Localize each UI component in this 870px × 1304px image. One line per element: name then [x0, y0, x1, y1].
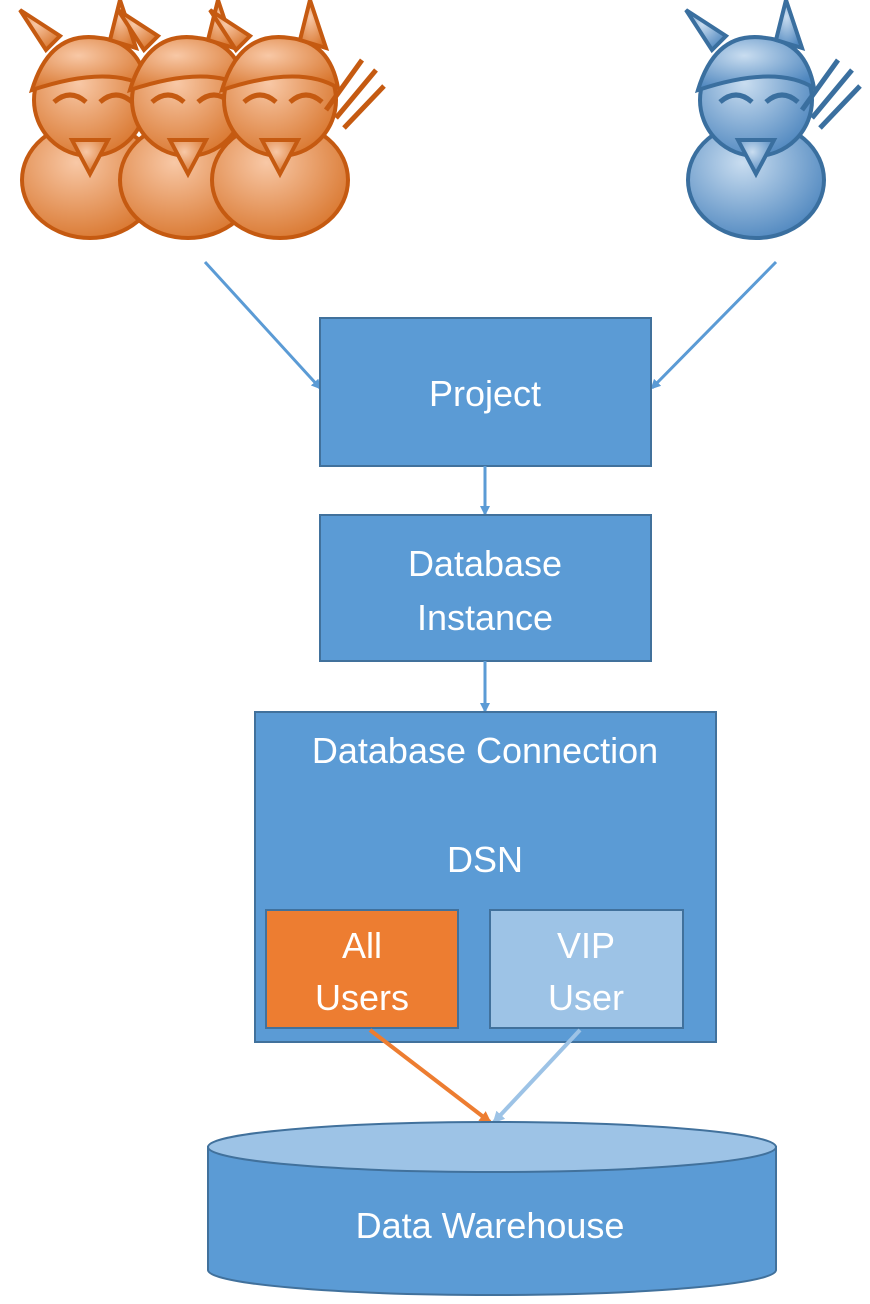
dsn-label: DSN: [447, 839, 523, 880]
database-instance-box: [319, 514, 652, 662]
vip-user-label-line2: User: [548, 977, 624, 1018]
arrow-vip-to-project: [650, 260, 778, 390]
arrow-all-users-to-warehouse: [368, 1028, 492, 1124]
connection-label: Database Connection: [312, 730, 658, 771]
project-box: [319, 317, 652, 467]
warehouse-label: Data Warehouse: [356, 1205, 625, 1246]
arrow-vip-to-warehouse: [492, 1028, 582, 1124]
project-label: Project: [429, 373, 541, 414]
instance-label-line2: Instance: [417, 597, 553, 638]
arrow-group-to-project: [203, 260, 322, 390]
vip-user-label-line1: VIP: [557, 925, 615, 966]
all-users-label-line2: Users: [315, 977, 409, 1018]
vip-user-box: [489, 909, 684, 1029]
all-users-box: [265, 909, 459, 1029]
ninja-group-icon: [20, 0, 384, 238]
instance-label-line1: Database: [408, 543, 562, 584]
data-warehouse-cylinder: [207, 1121, 777, 1296]
all-users-label-line1: All: [342, 925, 382, 966]
ninja-vip-icon: [686, 0, 860, 238]
